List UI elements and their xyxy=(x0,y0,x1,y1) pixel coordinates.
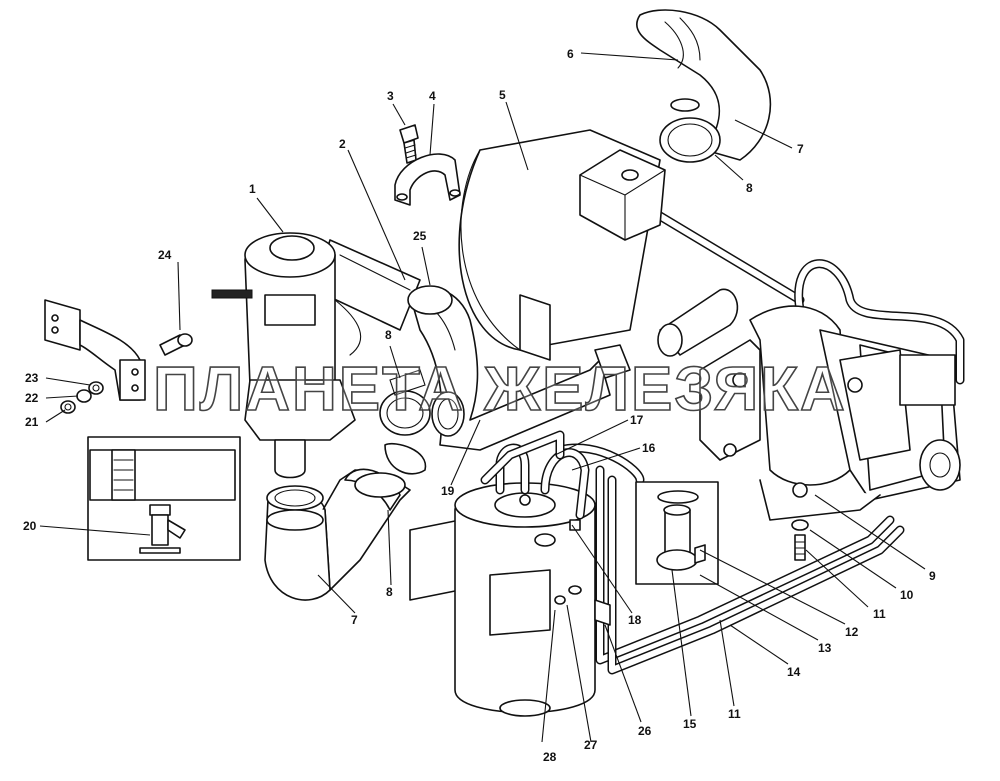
hose-clamp-inset xyxy=(635,481,719,585)
callout-3: 3 xyxy=(387,89,394,103)
callout-10: 10 xyxy=(900,588,914,602)
mounting-bracket-left xyxy=(44,299,193,414)
mounting-bolts-right xyxy=(791,519,809,561)
callout-23: 23 xyxy=(25,371,39,385)
callout-22: 22 xyxy=(25,391,39,405)
callout-5: 5 xyxy=(499,88,506,102)
callout-7-bottom: 7 xyxy=(351,613,358,627)
callout-18: 18 xyxy=(628,613,642,627)
callout-8-top: 8 xyxy=(746,181,753,195)
callout-8-mid: 8 xyxy=(385,328,392,342)
exhaust-elbow-pipe-top xyxy=(636,9,772,163)
callout-19: 19 xyxy=(441,484,455,498)
lower-exhaust-pipe xyxy=(264,468,411,601)
callout-8-bottom: 8 xyxy=(386,585,393,599)
callout-labels: 1 2 3 4 5 6 7 8 25 24 8 23 22 21 20 19 1… xyxy=(23,47,936,764)
corrugated-pipe-19 xyxy=(379,285,631,475)
coolant-lines xyxy=(555,205,965,675)
callout-1: 1 xyxy=(249,182,256,196)
callout-13: 13 xyxy=(818,641,832,655)
callout-7-top: 7 xyxy=(797,142,804,156)
callout-15: 15 xyxy=(683,717,697,731)
callout-25: 25 xyxy=(413,229,427,243)
callout-27: 27 xyxy=(584,738,598,752)
callout-14: 14 xyxy=(787,665,801,679)
watermark-text: ПЛАНЕТА ЖЕЛЕЗЯКА xyxy=(153,355,847,424)
callout-11-bottom: 11 xyxy=(728,707,741,721)
bolt-and-half-clamp xyxy=(394,124,461,206)
callout-2: 2 xyxy=(339,137,346,151)
callout-4: 4 xyxy=(429,89,436,103)
callout-28: 28 xyxy=(543,750,557,764)
leader-lines xyxy=(39,52,926,743)
callout-21: 21 xyxy=(25,415,39,429)
callout-26: 26 xyxy=(638,724,652,738)
callout-16: 16 xyxy=(642,441,656,455)
callout-11-right: 11 xyxy=(873,607,886,621)
heater-motor-assembly xyxy=(699,305,961,521)
callout-24: 24 xyxy=(158,248,172,262)
callout-6: 6 xyxy=(567,47,574,61)
callout-17: 17 xyxy=(630,413,644,427)
callout-9: 9 xyxy=(929,569,936,583)
burner-unit xyxy=(211,232,362,479)
drain-valve-inset xyxy=(87,436,241,561)
callout-20: 20 xyxy=(23,519,37,533)
short-pipe xyxy=(657,288,739,357)
heater-barrel xyxy=(458,129,666,361)
preheater-tank xyxy=(409,430,611,717)
callout-12: 12 xyxy=(845,625,859,639)
